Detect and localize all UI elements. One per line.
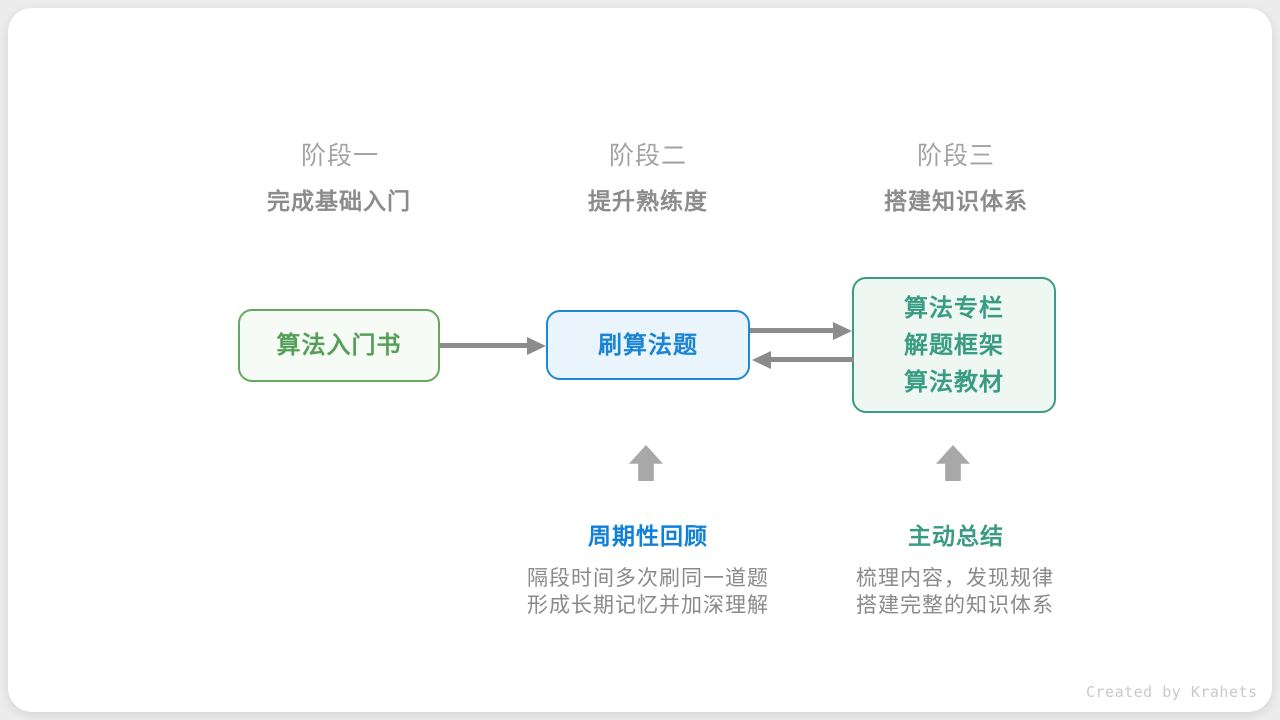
stage-2-subtitle: 提升熟练度 <box>588 188 708 214</box>
node-practice-problems: 刷算法题 <box>546 310 750 380</box>
arrow-right-icon <box>833 322 852 340</box>
callout-active-summary-title: 主动总结 <box>908 523 1004 549</box>
node-resources-line-1: 算法专栏 <box>904 294 1004 322</box>
footer-credit: Created by Krahets <box>1086 683 1258 701</box>
arrow-practice-to-resources-line <box>750 328 833 333</box>
callout-periodic-review-desc-line-2: 形成长期记忆并加深理解 <box>527 594 769 617</box>
node-intro-book: 算法入门书 <box>238 309 440 382</box>
callout-periodic-review-desc: 隔段时间多次刷同一道题 形成长期记忆并加深理解 <box>527 565 769 619</box>
callout-periodic-review-desc-line-1: 隔段时间多次刷同一道题 <box>527 567 769 590</box>
callout-periodic-review-title: 周期性回顾 <box>588 523 708 549</box>
stage-3-label: 阶段三 <box>916 142 996 170</box>
callout-active-summary-desc-line-1: 梳理内容，发现规律 <box>856 567 1054 590</box>
node-knowledge-resources: 算法专栏 解题框架 算法教材 <box>852 277 1056 413</box>
node-practice-problems-label: 刷算法题 <box>598 331 698 359</box>
arrow-resources-to-practice-line <box>771 357 854 362</box>
up-arrow-icon <box>936 445 970 481</box>
callout-active-summary-desc: 梳理内容，发现规律 搭建完整的知识体系 <box>856 565 1054 619</box>
stage-1-label: 阶段一 <box>300 142 380 170</box>
diagram-card: 阶段一 完成基础入门 阶段二 提升熟练度 阶段三 搭建知识体系 算法入门书 刷算… <box>8 8 1272 712</box>
node-intro-book-label: 算法入门书 <box>276 332 402 359</box>
node-resources-line-3: 算法教材 <box>904 368 1004 396</box>
node-resources-line-2: 解题框架 <box>904 331 1004 359</box>
stage-1-subtitle: 完成基础入门 <box>267 188 411 214</box>
arrow-left-icon <box>752 351 771 369</box>
stage-2-label: 阶段二 <box>608 142 688 170</box>
callout-active-summary-desc-line-2: 搭建完整的知识体系 <box>856 594 1054 617</box>
arrow-intro-to-practice-line <box>440 343 527 348</box>
up-arrow-icon <box>629 445 663 481</box>
stage-3-subtitle: 搭建知识体系 <box>884 188 1028 214</box>
arrow-right-icon <box>527 337 546 355</box>
